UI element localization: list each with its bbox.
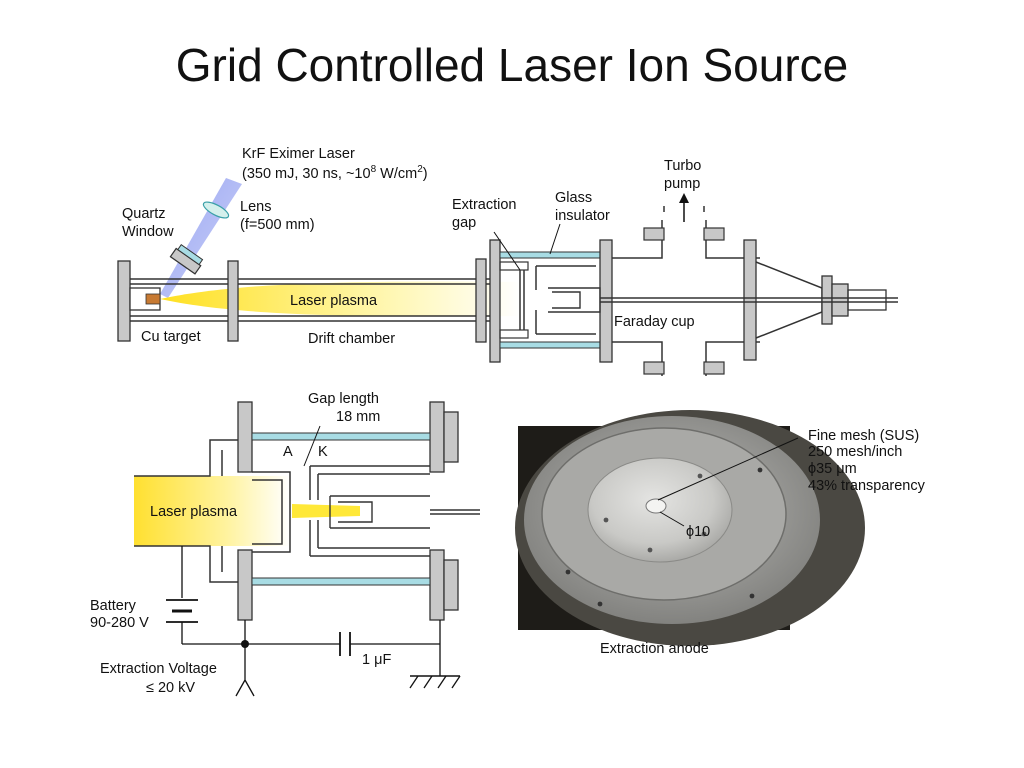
lens-label-line2: (f=500 mm) — [240, 217, 315, 233]
left-end-flange — [117, 260, 131, 342]
mesh-label-line3: ϕ35 μm — [808, 461, 857, 477]
cu-target — [145, 293, 161, 305]
top-diagram: KrF Eximer Laser (350 mJ, 30 ns, ~108 W/… — [117, 146, 898, 376]
laser-label-line1: KrF Eximer Laser — [242, 146, 355, 162]
anode-label: A — [283, 444, 293, 460]
ground-icon — [409, 675, 461, 689]
glass-insulator-bottom — [499, 341, 601, 349]
photo-caption: Extraction anode — [600, 641, 709, 657]
extraction-gap-label-line2: gap — [452, 215, 476, 231]
mesh-label-line1: Fine mesh (SUS) — [808, 428, 919, 444]
battery-label-line1: Battery — [90, 598, 137, 614]
bottom-faraday-cup — [329, 495, 430, 529]
svg-text:KrF Eximer Laser: KrF Eximer Laser — [242, 146, 355, 162]
bottom-diagram: Gap length 18 mm A K Laser plasma Batter… — [90, 391, 480, 697]
quartz-window — [169, 244, 204, 275]
anode-electrode — [252, 471, 291, 553]
mesh-label-line4: 43% transparency — [808, 478, 926, 494]
laser-plasma-plume — [160, 281, 520, 317]
gap-length-label-line1: Gap length — [308, 391, 379, 407]
battery-label-line2: 90-280 V — [90, 615, 149, 631]
glass-label-line1: Glass — [555, 190, 592, 206]
bottom-plasma-label: Laser plasma — [150, 504, 238, 520]
quartz-label-line1: Quartz — [122, 206, 166, 222]
anode-photo: ϕ10 Fine mesh (SUS) 250 mesh/inch ϕ35 μm… — [515, 410, 926, 657]
bottom-glass-bottom — [251, 577, 431, 586]
extraction-voltage-line2: ≤ 20 kV — [146, 680, 195, 696]
turbo-label-line2: pump — [664, 176, 700, 192]
bottom-glass-top — [251, 432, 431, 441]
gap-length-label-line2: 18 mm — [336, 409, 380, 425]
aperture-label: ϕ10 — [686, 524, 710, 540]
cathode-label: K — [318, 444, 328, 460]
cu-target-label: Cu target — [141, 329, 201, 345]
laser-label-line2: (350 mJ, 30 ns, ~10 — [242, 166, 371, 182]
svg-text:(350 mJ, 30 ns, ~108 W/cm2): (350 mJ, 30 ns, ~108 W/cm2) — [242, 164, 428, 182]
drift-chamber-label: Drift chamber — [308, 331, 395, 347]
lens-label-line1: Lens — [240, 199, 271, 215]
turbo-label-line1: Turbo — [664, 158, 701, 174]
extraction-voltage-line1: Extraction Voltage — [100, 661, 217, 677]
quartz-label-line2: Window — [122, 224, 174, 240]
slide-title: Grid Controlled Laser Ion Source — [175, 39, 849, 91]
hv-terminal-icon — [235, 670, 255, 697]
mesh-label-line2: 250 mesh/inch — [808, 444, 902, 460]
laser-plasma-label: Laser plasma — [290, 293, 378, 309]
extraction-gap-label-line1: Extraction — [452, 197, 516, 213]
faraday-cup-label: Faraday cup — [614, 314, 695, 330]
circuit-junction — [241, 640, 249, 648]
glass-label-line2: insulator — [555, 208, 610, 224]
bottom-laser-plasma — [134, 476, 290, 546]
faraday-cup-shape — [548, 287, 601, 313]
fine-mesh-aperture — [645, 498, 667, 514]
cathode-electrode — [309, 465, 430, 557]
lens-icon — [202, 201, 230, 219]
capacitor-label: 1 μF — [362, 652, 391, 668]
